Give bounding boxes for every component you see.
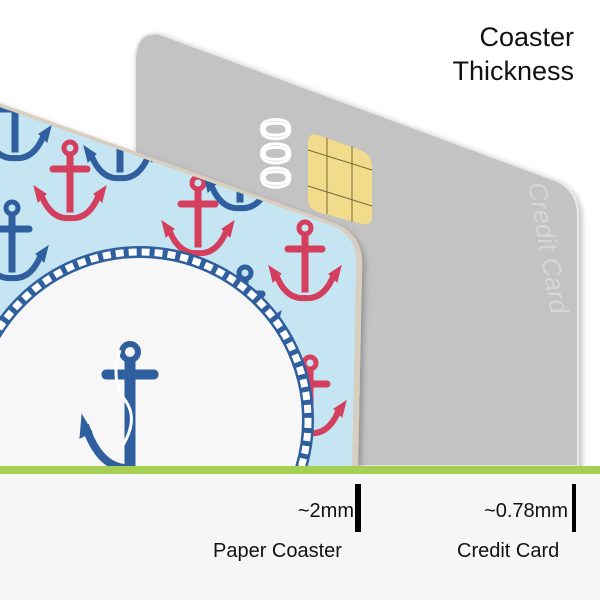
card-number-fragment: 000 [253,118,297,191]
accent-divider [0,466,600,474]
card-thickness-label: Credit Card [457,540,560,562]
product-illustration: 000 Credit Card [0,20,579,466]
title-line-1: Coaster [479,22,574,52]
card-chip [307,134,373,225]
card-thickness-marker [572,484,576,532]
coaster-thickness-value: ~2mm [297,500,354,522]
page-title: Coaster Thickness [452,20,574,88]
title-line-2: Thickness [452,56,574,86]
card-thickness-value: ~0.78mm [484,500,568,522]
coaster-thickness-label: Paper Coaster [213,540,342,562]
coaster-thickness-marker [355,484,361,532]
center-anchor [79,341,159,466]
illustration-svg: 000 Credit Card [0,32,579,466]
measurement-panel [0,466,600,600]
